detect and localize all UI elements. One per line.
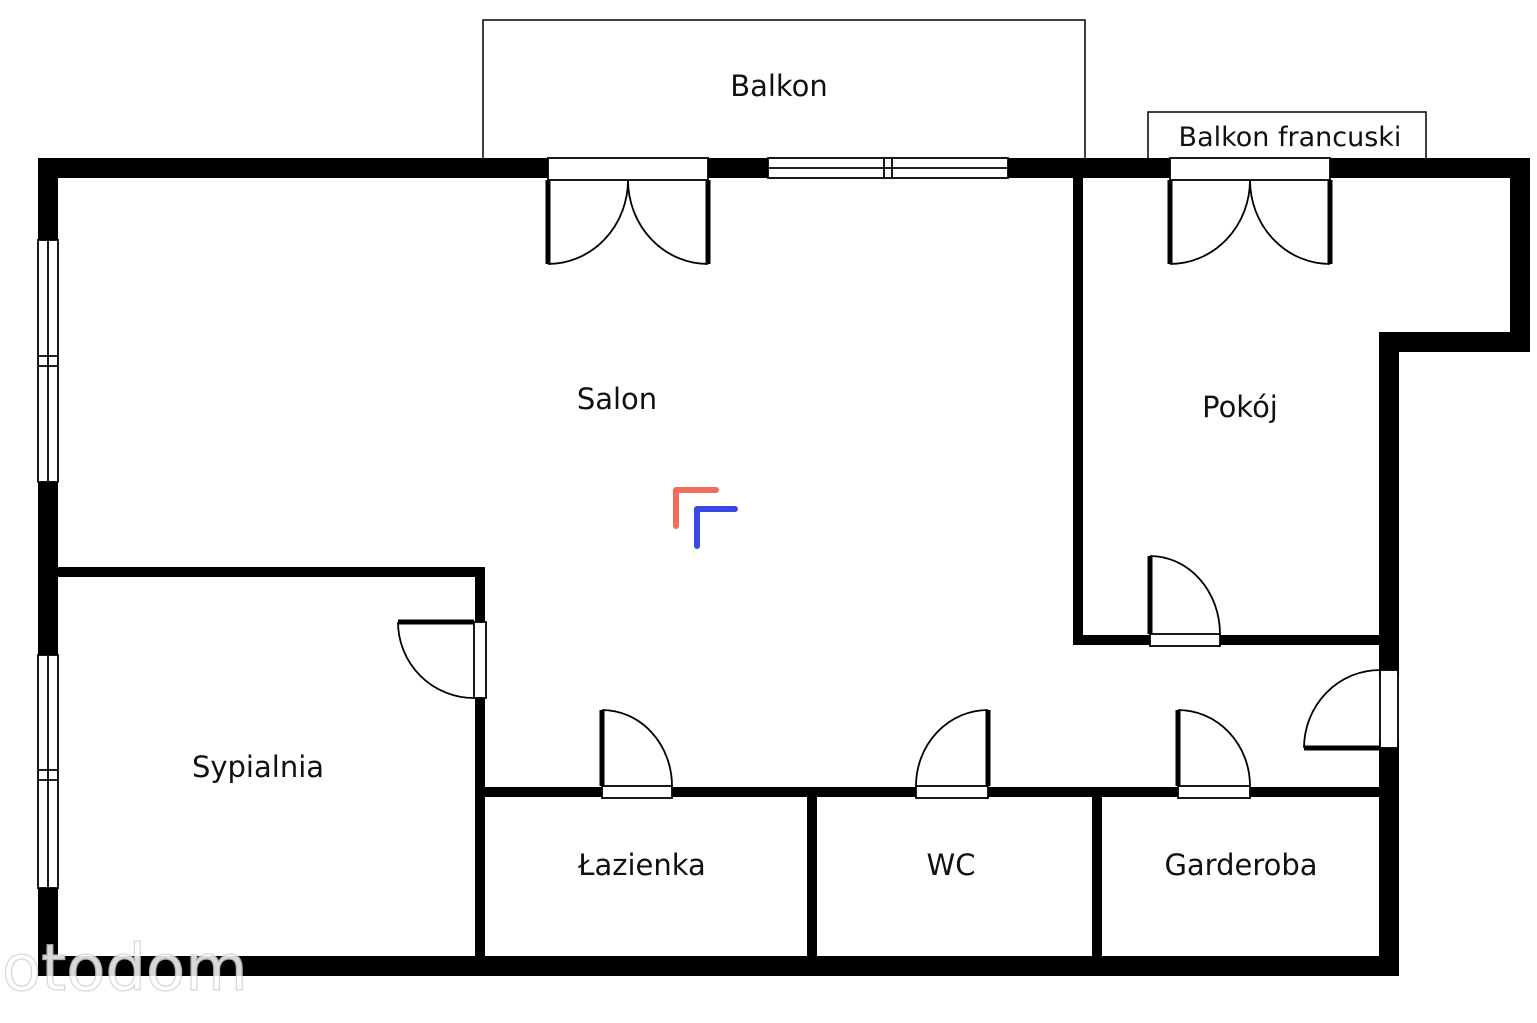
room-label-balkon-francuski: Balkon francuski bbox=[1179, 122, 1402, 153]
double-door-french-balcony bbox=[1167, 157, 1333, 265]
room-label-balkon: Balkon bbox=[730, 69, 828, 103]
door-sypialnia bbox=[397, 619, 487, 699]
windows bbox=[37, 157, 1009, 889]
double-door-balcony bbox=[545, 157, 711, 265]
door-wc bbox=[915, 709, 991, 799]
door-lazienka bbox=[599, 709, 673, 799]
door-hall-right bbox=[1303, 669, 1399, 751]
brand-logo-icon bbox=[673, 487, 738, 549]
room-label-salon: Salon bbox=[577, 382, 657, 416]
room-label-pokoj: Pokój bbox=[1202, 390, 1278, 424]
room-label-sypialnia: Sypialnia bbox=[192, 750, 324, 784]
room-label-lazienka: Łazienka bbox=[577, 848, 706, 882]
interior-walls bbox=[51, 171, 1389, 963]
room-label-wc: WC bbox=[927, 848, 976, 882]
room-label-garderoba: Garderoba bbox=[1164, 848, 1317, 882]
watermark-text: otodom bbox=[2, 932, 248, 1006]
door-pokoj bbox=[1147, 555, 1221, 647]
outer-walls bbox=[38, 158, 1530, 976]
door-garderoba bbox=[1175, 709, 1251, 799]
